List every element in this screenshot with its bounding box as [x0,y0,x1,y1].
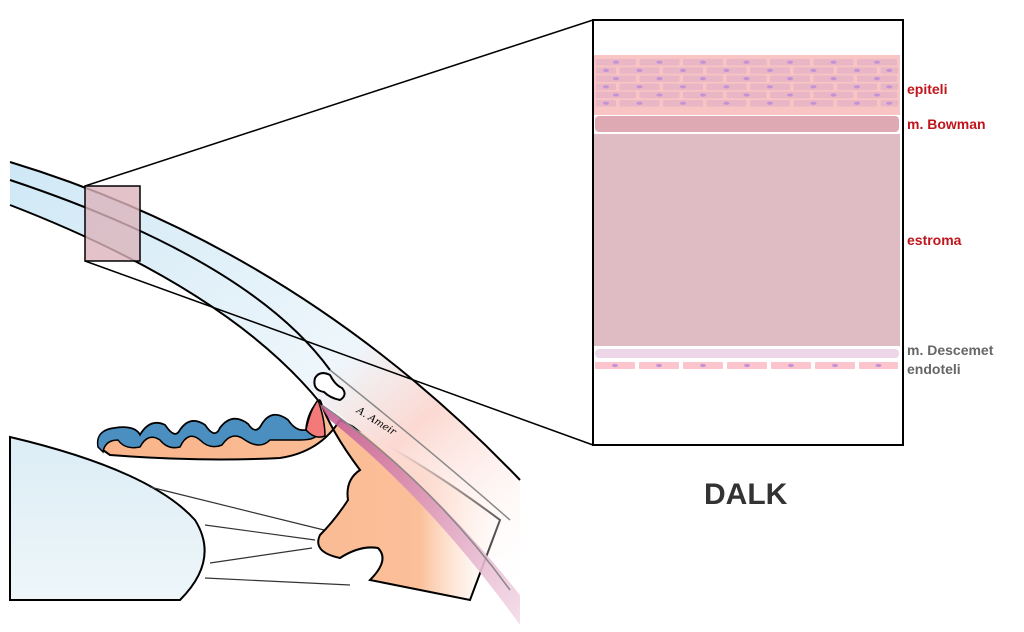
cell-nucleus [700,363,706,368]
schlemm-canal [313,372,346,402]
cornea-inner-surface [9,204,323,406]
label-epiteli: epiteli [907,81,948,97]
cell-nucleus [787,93,793,97]
endothelium-cells [595,362,898,369]
cell-nucleus [854,85,860,89]
cell-nucleus [680,101,686,105]
cell-nucleus [874,77,880,81]
cell-nucleus [636,101,643,105]
cell-nucleus [636,68,643,72]
cell-nucleus [874,60,880,64]
trabecular-meshwork [305,398,326,438]
cell-nucleus [744,363,750,368]
cell-nucleus [636,85,643,89]
cell-nucleus [723,101,730,105]
cell-nucleus [854,101,860,105]
cell-nucleus [613,77,619,81]
label-bowman: m. Bowman [907,116,986,132]
cell-nucleus [788,363,794,368]
cell-nucleus [886,68,893,72]
cell-nucleus [656,77,663,81]
descemet-layer [595,349,899,358]
cell-nucleus [700,77,706,81]
cell-nucleus [743,77,750,81]
cell-nucleus [830,93,837,97]
cell-nucleus [603,101,609,105]
cell-nucleus [700,60,706,64]
cell-nucleus [603,85,609,89]
cell-nucleus [830,77,837,81]
cell-nucleus [603,68,609,72]
cell-nucleus [832,363,838,368]
cell-nucleus [700,93,706,97]
cell-nucleus [680,68,686,72]
cell-nucleus [875,363,882,368]
cell-nucleus [787,60,793,64]
cell-nucleus [613,60,619,64]
cell-nucleus [767,85,773,89]
bowman-layer [595,116,899,132]
stroma-layer [594,134,900,346]
diagram-title: DALK [704,478,788,511]
zonule-fibers [149,486,351,586]
cell-nucleus [787,77,793,81]
cell-nucleus [767,68,773,72]
cell-nucleus [656,93,663,97]
cell-nucleus [810,68,817,72]
zoom-region-box [84,185,141,262]
cell-nucleus [886,85,893,89]
label-descemet: m. Descemet [907,342,994,358]
cell-nucleus [613,93,619,97]
label-endoteli: endoteli [907,361,961,377]
cell-nucleus [886,101,893,105]
cell-nucleus [830,60,837,64]
cell-nucleus [874,93,880,97]
lens [9,435,206,601]
cell-nucleus [656,60,663,64]
cell-nucleus [743,93,750,97]
cell-nucleus [767,101,773,105]
descemet-band [318,402,520,625]
label-estroma: estroma [907,232,962,248]
cell-nucleus [612,363,618,368]
cell-nucleus [723,85,730,89]
cell-nucleus [723,68,730,72]
cell-nucleus [810,101,817,105]
cell-nucleus [680,85,686,89]
epithelium-cells [596,59,898,107]
cell-nucleus [656,363,662,368]
cornea [10,162,520,600]
cell-nucleus [743,60,750,64]
cell-nucleus [810,85,817,89]
sclera-lines [321,369,511,591]
cell-nucleus [854,68,860,72]
